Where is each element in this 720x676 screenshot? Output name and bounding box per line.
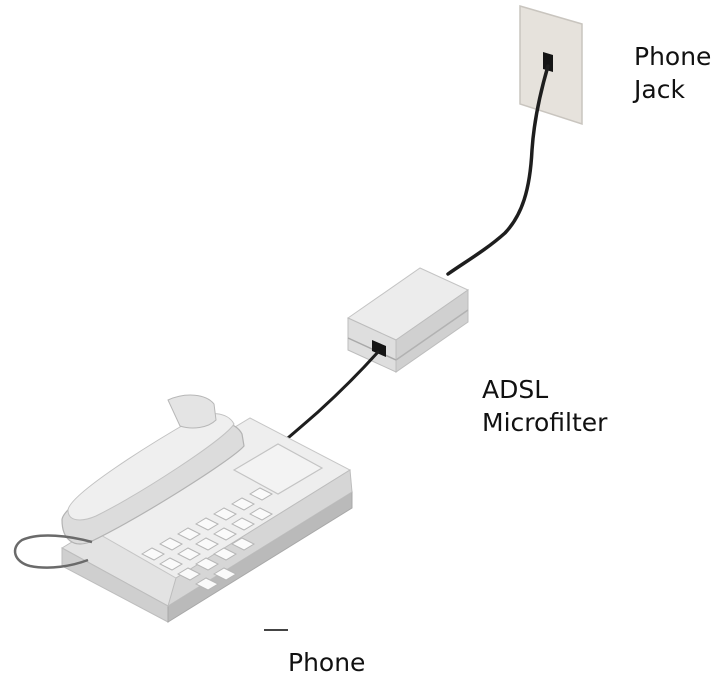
phone-label: Phone xyxy=(288,648,366,676)
phone-jack-label: Phone Jack xyxy=(634,40,711,106)
keypad xyxy=(140,487,274,591)
desk-telephone-icon xyxy=(13,394,354,631)
microfilter-label: ADSL Microfilter xyxy=(482,373,607,439)
phone-jack-icon xyxy=(519,5,583,126)
jack-to-filter-cable xyxy=(446,64,550,276)
filter-to-phone-cable xyxy=(274,350,380,450)
handset-cord xyxy=(13,534,93,569)
microfilter-label-line2: Microfilter xyxy=(482,408,608,437)
adsl-microfilter-icon xyxy=(346,267,470,373)
microfilter-label-line1: ADSL xyxy=(482,375,549,404)
phone-jack-label-line1: Phone xyxy=(634,42,712,71)
handset xyxy=(61,394,245,545)
phone-jack-label-line2: Jack xyxy=(634,75,685,104)
